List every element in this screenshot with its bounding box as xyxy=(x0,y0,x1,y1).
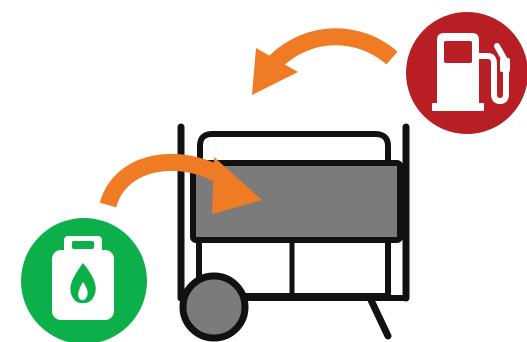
generator-wheel xyxy=(183,276,245,338)
fuel-badge xyxy=(406,12,527,134)
propane-badge xyxy=(21,218,147,342)
generator-top-housing xyxy=(200,134,388,160)
generator-stand xyxy=(370,298,388,336)
arrow-fuel-to-generator xyxy=(252,37,392,95)
